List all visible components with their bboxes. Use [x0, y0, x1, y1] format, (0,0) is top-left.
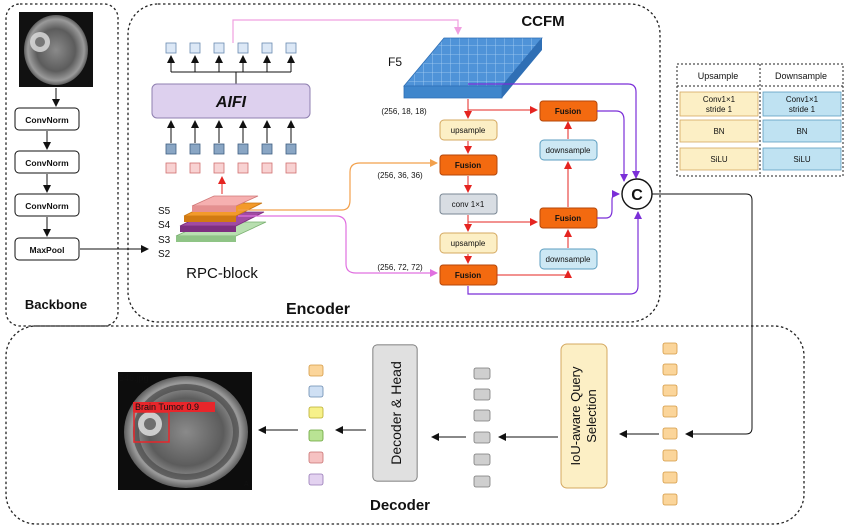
encoder-frame — [127, 3, 661, 323]
concat-label: C — [631, 187, 643, 204]
fusion-label-4: Fusion — [555, 107, 581, 116]
decoder-head-block: Decoder & Head — [372, 344, 418, 482]
query-selection-block: IoU-aware Query Selection — [560, 343, 608, 489]
fusion-label-2: Fusion — [455, 271, 481, 280]
shape-72: (256, 72, 72) — [377, 263, 423, 272]
upsample-box-2: upsample — [439, 232, 498, 254]
fusion-box-1: Fusion — [439, 154, 498, 176]
gray-tokens — [473, 367, 491, 488]
upsample-box-1: upsample — [439, 119, 498, 141]
backbone-image-mark: A — [88, 80, 92, 86]
conv-box: conv 1×1 — [439, 193, 498, 215]
legend-header-downsample: Downsample — [775, 71, 827, 81]
fusion3-to-concat — [597, 190, 620, 219]
output-query-tokens — [308, 364, 324, 486]
level-s4: S4 — [158, 220, 171, 231]
convnorm-label-3: ConvNorm — [25, 201, 69, 211]
convnorm-block-3: ConvNorm — [14, 193, 80, 217]
legend-up-conv-line2: stride 1 — [706, 105, 733, 114]
legend-up-silu: SiLU — [710, 155, 728, 164]
backbone-title: Backbone — [25, 297, 87, 312]
decoder-title: Decoder — [370, 497, 430, 514]
shape-18: (256, 18, 18) — [381, 107, 427, 116]
aifi-to-f5-arrow — [232, 19, 462, 43]
level-s3: S3 — [158, 235, 171, 246]
fusion-label-3: Fusion — [555, 214, 581, 223]
aifi-top-tokens — [165, 42, 297, 54]
ccfm-title: CCFM — [521, 13, 564, 30]
convnorm-block-1: ConvNorm — [14, 107, 80, 131]
fusion-box-3: Fusion — [539, 207, 598, 229]
query-selection-label-2: Selection — [584, 389, 599, 442]
detection-label: Brain Tumor 0.9 — [135, 402, 199, 412]
encoder-title: Encoder — [286, 301, 350, 318]
aifi-input-arrows — [167, 120, 295, 143]
aifi-mid-tokens — [165, 143, 297, 155]
convnorm-block-2: ConvNorm — [14, 150, 80, 174]
concat-node: C — [621, 178, 653, 210]
legend-down-conv: Conv1×1 — [786, 95, 819, 104]
convnorm-label-1: ConvNorm — [25, 115, 69, 125]
rpc-block-stack — [175, 195, 267, 242]
legend-down-bn: BN — [796, 127, 807, 136]
result-filename: 546.jpg — [119, 373, 149, 383]
maxpool-block: MaxPool — [14, 237, 80, 261]
f5-to-concat — [597, 83, 640, 179]
backbone-frame — [5, 3, 119, 327]
s3-to-fusion-arrow — [238, 215, 438, 277]
fusion-label-1: Fusion — [455, 161, 481, 170]
upsample-label-2: upsample — [451, 239, 486, 248]
level-s2: S2 — [158, 249, 171, 260]
legend-header-upsample: Upsample — [698, 71, 739, 81]
shape-36: (256, 36, 36) — [377, 171, 423, 180]
conv-label: conv 1×1 — [452, 200, 485, 209]
query-tokens — [662, 342, 678, 506]
downsample-label-1: downsample — [546, 146, 591, 155]
downsample-box-2: downsample — [539, 248, 598, 270]
fusion2-to-concat — [467, 211, 642, 295]
downsample-box-1: downsample — [539, 139, 598, 161]
legend-down-silu: SiLU — [793, 155, 811, 164]
decoder-head-label: Decoder & Head — [388, 361, 404, 465]
result-image: 546.jpg Brain Tumor 0.9 A — [118, 372, 252, 490]
upsample-label-1: upsample — [451, 126, 486, 135]
concat-to-queries-arrow — [652, 193, 753, 438]
legend-up-bn: BN — [713, 127, 724, 136]
downsample-label-2: downsample — [546, 255, 591, 264]
backbone-input-image: A — [19, 12, 93, 87]
maxpool-label: MaxPool — [30, 245, 65, 255]
result-image-mark: A — [244, 481, 249, 488]
f5-label: F5 — [388, 55, 402, 69]
legend-table: Upsample Downsample Conv1×1 stride 1 Con… — [676, 63, 844, 177]
aifi-block: AIFI — [151, 83, 311, 119]
fusion-box-2: Fusion — [439, 264, 498, 286]
fusion-box-4: Fusion — [539, 100, 598, 122]
level-s5: S5 — [158, 206, 171, 217]
query-selection-label-1: IoU-aware Query — [568, 366, 583, 465]
aifi-bottom-tokens — [165, 162, 297, 174]
aifi-output-arrows — [167, 55, 295, 84]
legend-down-conv-line2: stride 1 — [789, 105, 816, 114]
fusion4-to-concat — [597, 110, 628, 182]
aifi-label: AIFI — [215, 94, 247, 111]
legend-up-conv: Conv1×1 — [703, 95, 736, 104]
s4-to-fusion-arrow — [238, 159, 438, 211]
rpc-block-label: RPC-block — [186, 265, 258, 282]
f5-feature-map — [403, 37, 543, 99]
convnorm-label-2: ConvNorm — [25, 158, 69, 168]
